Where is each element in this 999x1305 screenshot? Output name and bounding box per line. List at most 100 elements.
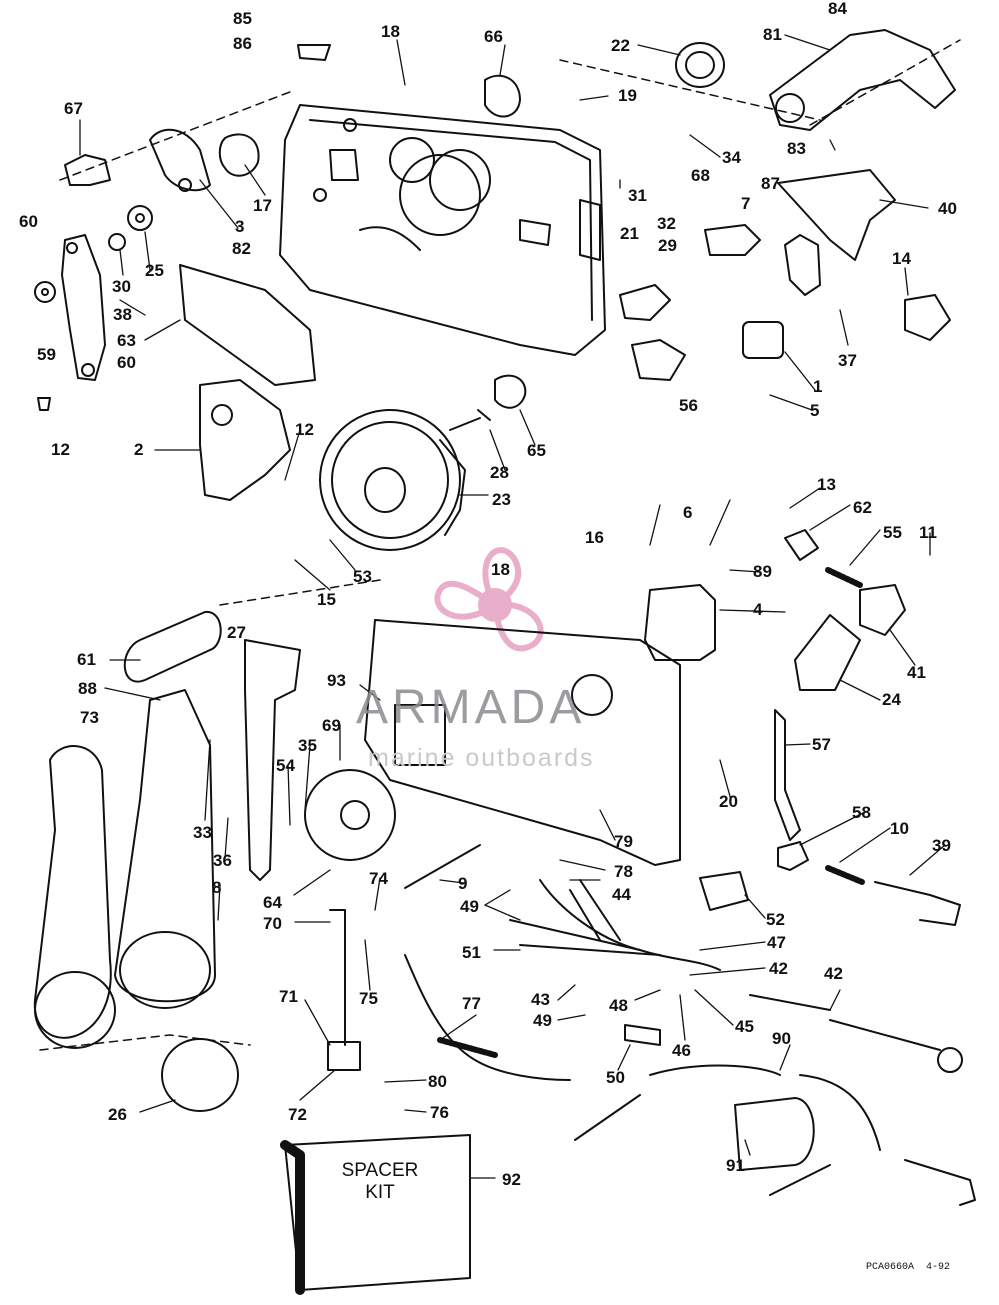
callout-label: 73: [80, 708, 99, 727]
callout-label: 2: [134, 440, 144, 459]
callout-label: 7: [741, 194, 751, 213]
callout-label: 43: [531, 990, 550, 1009]
spacer-kit-label-line2: KIT: [365, 1181, 395, 1203]
callout-label: 46: [672, 1041, 691, 1060]
callout-label: 58: [852, 803, 871, 822]
callout-label: 5: [810, 401, 820, 420]
callout-label: 89: [753, 562, 772, 581]
callout-label: 21: [620, 224, 639, 243]
callout-label: 34: [722, 148, 741, 167]
callout-label: 65: [527, 441, 546, 460]
callout-label: 80: [428, 1072, 447, 1091]
callout-label: 9: [458, 874, 468, 893]
callout-label: 27: [227, 623, 246, 642]
callout-label: 81: [763, 25, 782, 44]
callout-label: 40: [938, 199, 957, 218]
callout-label: 69: [322, 716, 341, 735]
callout-label: 6: [683, 503, 693, 522]
callout-label: 93: [327, 671, 346, 690]
callout-label: 91: [726, 1156, 745, 1175]
callout-label: 19: [618, 86, 637, 105]
spacer-kit-label: SPACER KIT: [290, 1160, 470, 1204]
callout-label: 64: [263, 893, 282, 912]
callout-label: 4: [753, 600, 763, 619]
callout-label: 70: [263, 914, 282, 933]
callout-label: 39: [932, 836, 951, 855]
drawing-code: PCA0660A 4-92: [866, 1262, 951, 1273]
callout-label: 8: [212, 878, 222, 897]
callout-label: 16: [585, 528, 604, 547]
callout-label: 87: [761, 174, 780, 193]
callout-label: 55: [883, 523, 902, 542]
callout-label: 12: [51, 440, 70, 459]
callout-label: 84: [828, 0, 847, 18]
callout-label: 12: [295, 420, 314, 439]
callout-label: 88: [78, 679, 97, 698]
callout-label: 76: [430, 1103, 449, 1122]
callout-label: 77: [462, 994, 481, 1013]
callout-label: 41: [907, 663, 926, 682]
watermark-subtitle: marine outboards: [368, 744, 595, 772]
callout-label: 75: [359, 989, 378, 1008]
callout-label: 35: [298, 736, 317, 755]
callout-label: 60: [117, 353, 136, 372]
callout-label: 45: [735, 1017, 754, 1036]
callout-label: 68: [691, 166, 710, 185]
callout-label: 66: [484, 27, 503, 46]
callout-label: 42: [769, 959, 788, 978]
callout-label: 54: [276, 756, 295, 775]
callout-label: 31: [628, 186, 647, 205]
upper-housing-part: [279, 104, 606, 356]
callout-label: 13: [817, 475, 836, 494]
spacer-kit-box: [280, 1134, 471, 1295]
callout-label: 36: [213, 851, 232, 870]
callout-label: 82: [232, 239, 251, 258]
callout-label: 23: [492, 490, 511, 509]
callout-label: 72: [288, 1105, 307, 1124]
callout-label: 60: [19, 212, 38, 231]
callout-label: 20: [719, 792, 738, 811]
callout-label: 52: [766, 910, 785, 929]
callout-label: 56: [679, 396, 698, 415]
callout-label: 32: [657, 214, 676, 233]
callout-label: 49: [460, 897, 479, 916]
callout-label: 17: [253, 196, 272, 215]
callout-label: 71: [279, 987, 298, 1006]
callout-label: 29: [658, 236, 677, 255]
callout-label: 10: [890, 819, 909, 838]
callout-label: 47: [767, 933, 786, 952]
callout-label: 86: [233, 34, 252, 53]
callout-label: 83: [787, 139, 806, 158]
callout-label: 67: [64, 99, 83, 118]
callout-label: 1: [813, 377, 823, 396]
callout-label: 85: [233, 9, 252, 28]
callout-label: 51: [462, 943, 481, 962]
callout-label: 18: [491, 560, 510, 579]
lower-housing-part: [364, 619, 681, 866]
watermark-brand: ARMADA: [356, 681, 586, 734]
callout-label: 62: [853, 498, 872, 517]
callout-label: 61: [77, 650, 96, 669]
callout-label: 28: [490, 463, 509, 482]
callout-label: 24: [882, 690, 901, 709]
spacer-kit-label-line1: SPACER: [341, 1160, 419, 1181]
callout-label: 90: [772, 1029, 791, 1048]
callout-label: 50: [606, 1068, 625, 1087]
callout-label: 15: [317, 590, 336, 609]
callout-label: 57: [812, 735, 831, 754]
callout-label: 78: [614, 862, 633, 881]
callout-label: 59: [37, 345, 56, 364]
callout-label: 44: [612, 885, 631, 904]
watermark-logo-icon: [434, 547, 544, 652]
callout-label: 11: [919, 523, 937, 542]
callout-label: 3: [235, 217, 245, 236]
callout-label: 33: [193, 823, 212, 842]
callout-label: 18: [381, 22, 400, 41]
callout-label: 42: [824, 964, 843, 983]
callout-label: 26: [108, 1105, 127, 1124]
callout-label: 53: [353, 567, 372, 586]
callout-label: 63: [117, 331, 136, 350]
callout-label: 38: [113, 305, 132, 324]
